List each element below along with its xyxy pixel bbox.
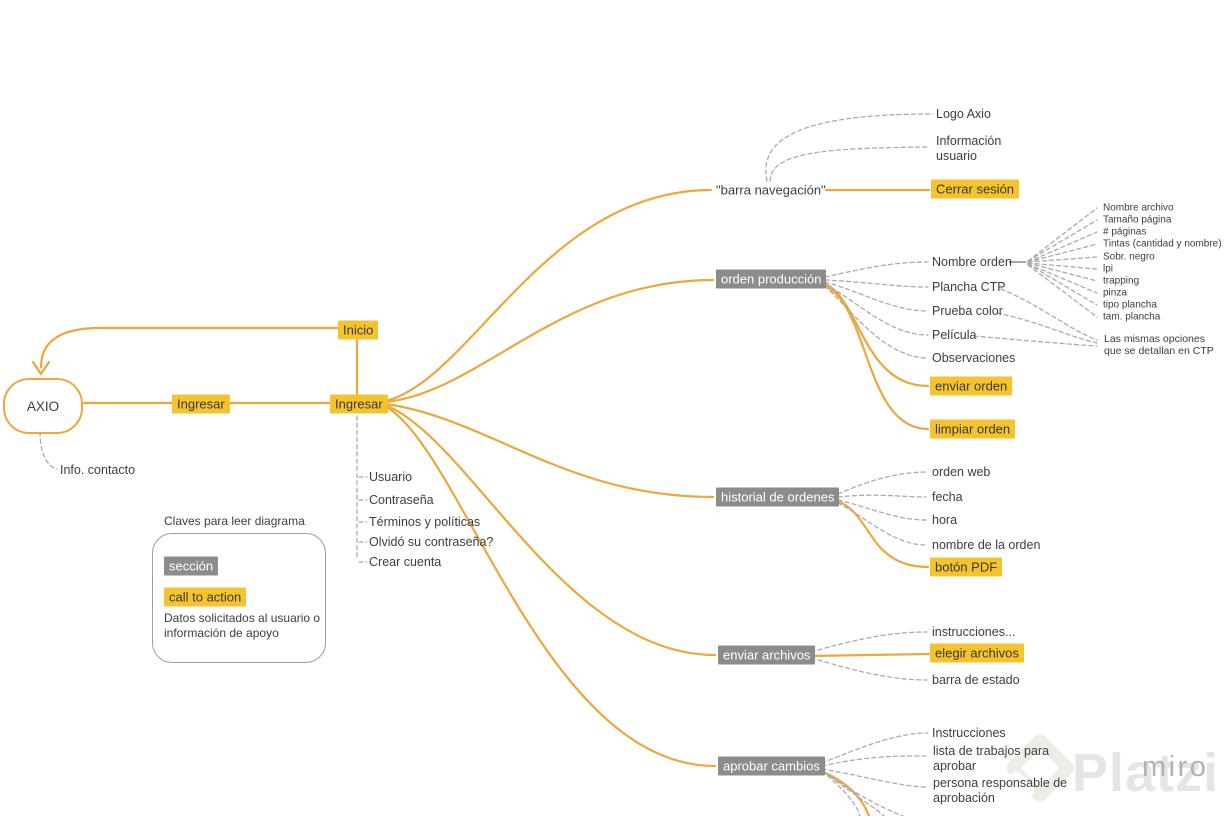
leaf-fecha[interactable]: fecha <box>932 490 963 504</box>
detalle-item-nombre-archivo[interactable]: Nombre archivo <box>1103 202 1174 214</box>
leaf-barra-de-estado[interactable]: barra de estado <box>932 673 1020 687</box>
detalle-item-sobr-negro[interactable]: Sobr. negro <box>1103 251 1155 263</box>
leaf-observaciones[interactable]: Observaciones <box>932 351 1016 365</box>
nota-mismas-opciones-ctp[interactable]: Las mismas opciones que se detallan en C… <box>1104 333 1214 358</box>
miro-watermark-text: miro <box>1142 751 1209 783</box>
legend-section-chip[interactable]: sección <box>164 556 219 576</box>
inicio-chip[interactable]: Inicio <box>338 320 379 340</box>
leaf-persona-responsable[interactable]: persona responsable de aprobación <box>933 776 1068 805</box>
cta-cerrar-sesion[interactable]: Cerrar sesión <box>931 179 1020 199</box>
legend-cta-chip[interactable]: call to action <box>164 587 247 607</box>
leaf-orden-web[interactable]: orden web <box>932 465 991 479</box>
login-field-olvido-contrasena[interactable]: Olvidó su contraseña? <box>369 535 494 549</box>
cta-boton-pdf[interactable]: botón PDF <box>930 557 1003 577</box>
leaf-pelicula[interactable]: Película <box>932 328 977 342</box>
leaf-nombre-de-la-orden[interactable]: nombre de la orden <box>932 538 1041 552</box>
axio-root-node[interactable]: AXIO <box>3 378 83 434</box>
section-aprobar-cambios-chip[interactable]: aprobar cambios <box>718 756 825 776</box>
leaf-informacion-usuario[interactable]: Información usuario <box>936 134 1002 163</box>
leaf-instrucciones-aprobar[interactable]: Instrucciones <box>932 726 1006 740</box>
cta-limpiar-orden[interactable]: limpiar orden <box>930 419 1016 439</box>
leaf-hora[interactable]: hora <box>932 513 958 527</box>
legend-box[interactable] <box>152 533 326 663</box>
ingresar-chip-inner[interactable]: Ingresar <box>330 394 388 414</box>
leaf-logo-axio[interactable]: Logo Axio <box>936 107 991 121</box>
login-field-usuario[interactable]: Usuario <box>369 470 413 484</box>
leaf-nombre-orden[interactable]: Nombre orden <box>932 255 1012 269</box>
edge-inicio-axio <box>39 326 341 369</box>
login-field-contrasena[interactable]: Contraseña <box>369 493 434 507</box>
leaf-prueba-color[interactable]: Prueba color <box>932 304 1003 318</box>
detalle-item-tipo-plancha[interactable]: tipo plancha <box>1103 299 1157 311</box>
cta-enviar-orden[interactable]: enviar orden <box>930 376 1013 396</box>
cta-elegir-archivos[interactable]: elegir archivos <box>930 643 1024 663</box>
ingresar-chip-outer[interactable]: Ingresar <box>172 394 230 414</box>
leaf-info-contacto[interactable]: Info. contacto <box>60 463 136 477</box>
legend-note[interactable]: Datos solicitados al usuario o informaci… <box>164 611 321 640</box>
detalle-item-num-paginas[interactable]: # páginas <box>1103 226 1147 238</box>
detalle-item-tam-plancha[interactable]: tam. plancha <box>1103 311 1161 323</box>
detalle-item-tintas[interactable]: Tintas (cantidad y nombre) <box>1103 238 1222 250</box>
detalle-item-lpi[interactable]: lpi <box>1103 263 1114 275</box>
section-orden-produccion-chip[interactable]: orden producción <box>716 269 827 289</box>
section-barra-navegacion-label[interactable]: "barra navegación" <box>716 182 826 198</box>
leaf-lista-trabajos-aprobar[interactable]: lista de trabajos para aprobar <box>933 744 1050 773</box>
detalle-item-tamano-pagina[interactable]: Tamaño página <box>1103 214 1172 226</box>
detalle-item-pinza[interactable]: pinza <box>1103 287 1127 299</box>
detalle-item-trapping[interactable]: trapping <box>1103 275 1140 287</box>
login-field-crear-cuenta[interactable]: Crear cuenta <box>369 555 442 569</box>
login-field-terminos[interactable]: Términos y políticas <box>369 515 481 529</box>
arrow-head-icon <box>31 360 51 376</box>
legend-title[interactable]: Claves para leer diagrama <box>164 514 305 528</box>
section-enviar-archivos-chip[interactable]: enviar archivos <box>718 645 816 665</box>
leaf-instrucciones[interactable]: instrucciones... <box>932 625 1016 639</box>
section-historial-ordenes-chip[interactable]: historial de ordenes <box>716 487 840 507</box>
platzi-watermark-text: Platzi <box>1072 743 1220 803</box>
leaf-plancha-ctp[interactable]: Plancha CTP <box>932 280 1006 294</box>
